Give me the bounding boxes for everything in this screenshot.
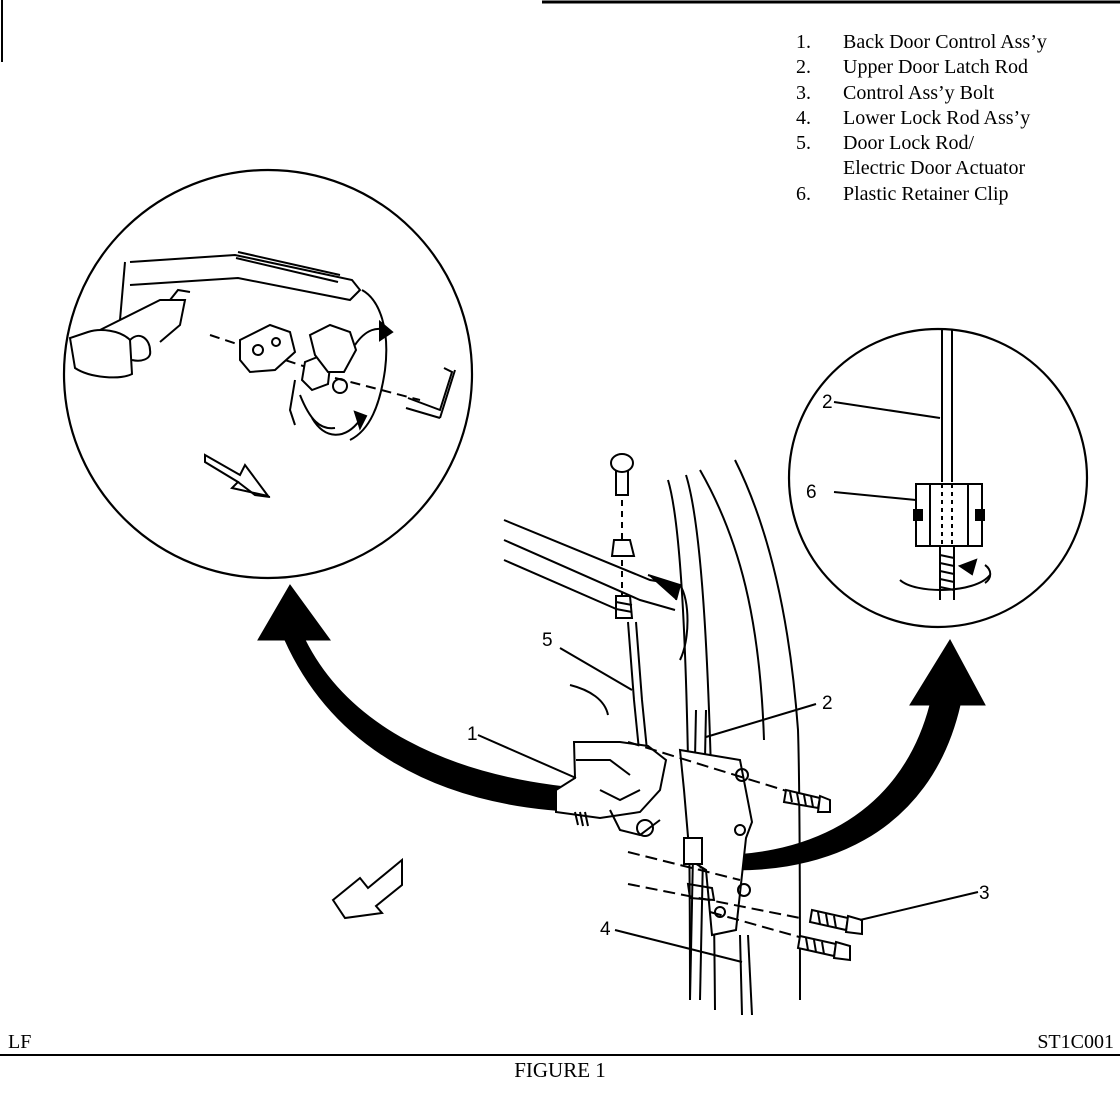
callout-6: 6 — [806, 482, 817, 503]
legend-number: 4. — [796, 106, 811, 129]
right-detail-view — [787, 327, 1089, 629]
legend-text: Back Door Control Ass’y — [843, 31, 1047, 53]
legend-text: Upper Door Latch Rod — [843, 56, 1028, 79]
legend-row: 5. Door Lock Rod/ — [796, 131, 1116, 156]
callout-5: 5 — [542, 630, 553, 651]
legend-row: 3. Control Ass’y Bolt — [796, 81, 1116, 106]
legend-number: 3. — [796, 81, 811, 104]
legend-text: Door Lock Rod/ — [843, 132, 975, 155]
legend-text: Electric Door Actuator — [843, 157, 1026, 180]
figure-caption: FIGURE 1 — [514, 1058, 606, 1082]
right-detail-circle — [787, 327, 1089, 629]
legend-text: Lower Lock Rod Ass’y — [843, 106, 1031, 129]
figure-code: ST1C001 — [1037, 1031, 1114, 1053]
legend-row: 1. Back Door Control Ass’y — [796, 30, 1116, 55]
legend-row: 2. Upper Door Latch Rod — [796, 55, 1116, 80]
legend-number: 1. — [796, 31, 811, 53]
callout-1: 1 — [467, 724, 478, 745]
left-detail-view — [62, 168, 474, 580]
main-assembly — [331, 453, 863, 1016]
callout-2-main: 2 — [822, 693, 833, 714]
legend-number — [796, 156, 843, 181]
legend-row: 6. Plastic Retainer Clip — [796, 182, 1116, 207]
legend-number: 5. — [796, 132, 811, 155]
callout-leaders — [477, 401, 979, 963]
left-code: LF — [8, 1031, 32, 1053]
arrow-to-right-detail — [699, 638, 986, 871]
callout-3: 3 — [979, 883, 990, 904]
left-detail-circle — [62, 168, 474, 580]
arrow-to-left-detail — [257, 584, 601, 813]
legend-number: 6. — [796, 182, 811, 205]
callout-2-detail: 2 — [822, 392, 833, 413]
parts-legend: 1. Back Door Control Ass’y 2. Upper Door L… — [796, 30, 1116, 207]
legend-text: Control Ass’y Bolt — [843, 81, 995, 104]
legend-row: 4. Lower Lock Rod Ass’y — [796, 106, 1116, 131]
callout-4: 4 — [600, 919, 611, 940]
legend-row: Electric Door Actuator — [796, 156, 1116, 181]
legend-number: 2. — [796, 56, 811, 79]
legend-text: Plastic Retainer Clip — [843, 182, 1009, 205]
